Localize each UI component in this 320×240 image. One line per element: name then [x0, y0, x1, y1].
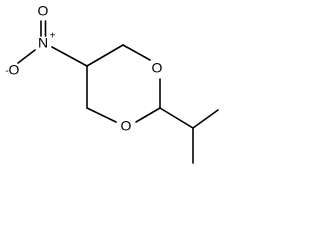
bond-ch-methyl-up	[192, 109, 219, 129]
nitro-nitrogen-label: N	[38, 35, 48, 51]
ring-oxygen-upper-label: O	[152, 60, 163, 76]
bond-c2-ch	[159, 107, 194, 129]
bond-c2-o3	[135, 107, 161, 123]
nitro-oxygen-top-label: O	[38, 3, 49, 19]
bond-c6-o1	[122, 44, 151, 61]
bond-c5-c6	[86, 44, 124, 67]
bond-o3-c4	[86, 107, 117, 123]
bond-n-c5	[51, 46, 88, 67]
nitro-oxygen-minus-charge: -	[5, 66, 8, 77]
nitro-nitrogen-charge: +	[50, 31, 56, 42]
bond-n-o-minus	[17, 49, 36, 64]
nitro-oxygen-minus-label: O	[9, 62, 20, 78]
chemical-structure: O N + O - O O	[5, 3, 219, 164]
ring-oxygen-lower-label: O	[121, 118, 132, 134]
